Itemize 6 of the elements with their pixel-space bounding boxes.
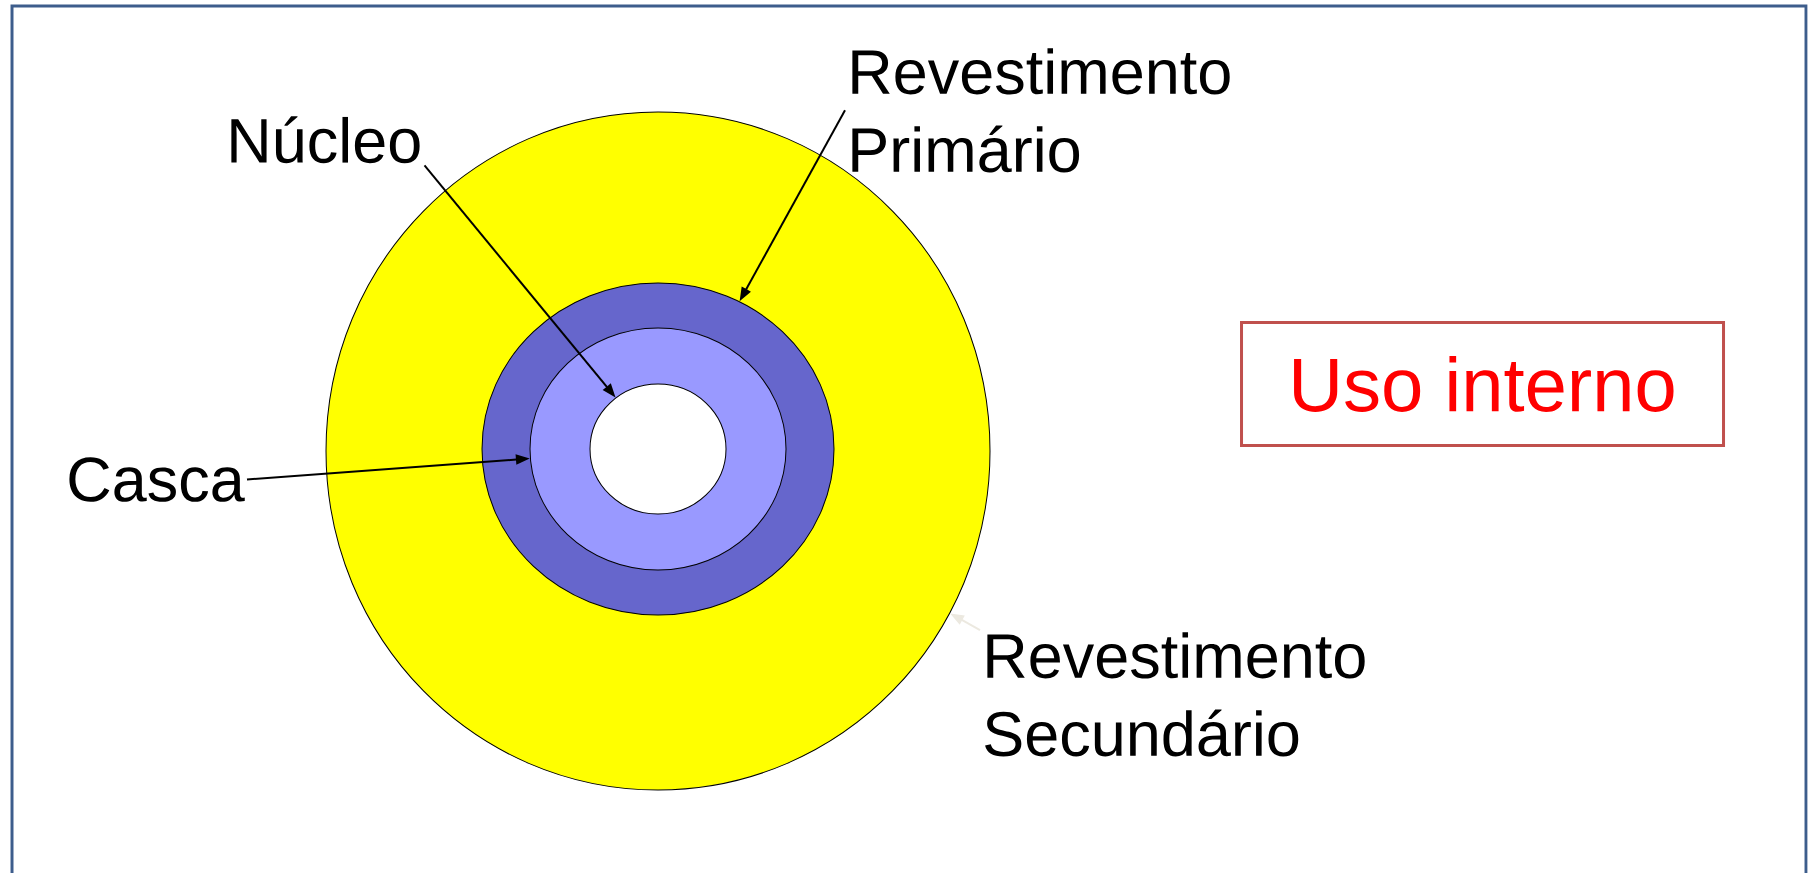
label-box: Uso interno xyxy=(1240,321,1725,447)
callout-label: Núcleo xyxy=(231,116,420,164)
callout-label: Revestimento Primário xyxy=(852,48,1230,173)
callout-label: Revestimento Secundário xyxy=(985,632,1365,757)
callout-label: Casca xyxy=(69,457,245,502)
layer-circle xyxy=(589,383,727,515)
